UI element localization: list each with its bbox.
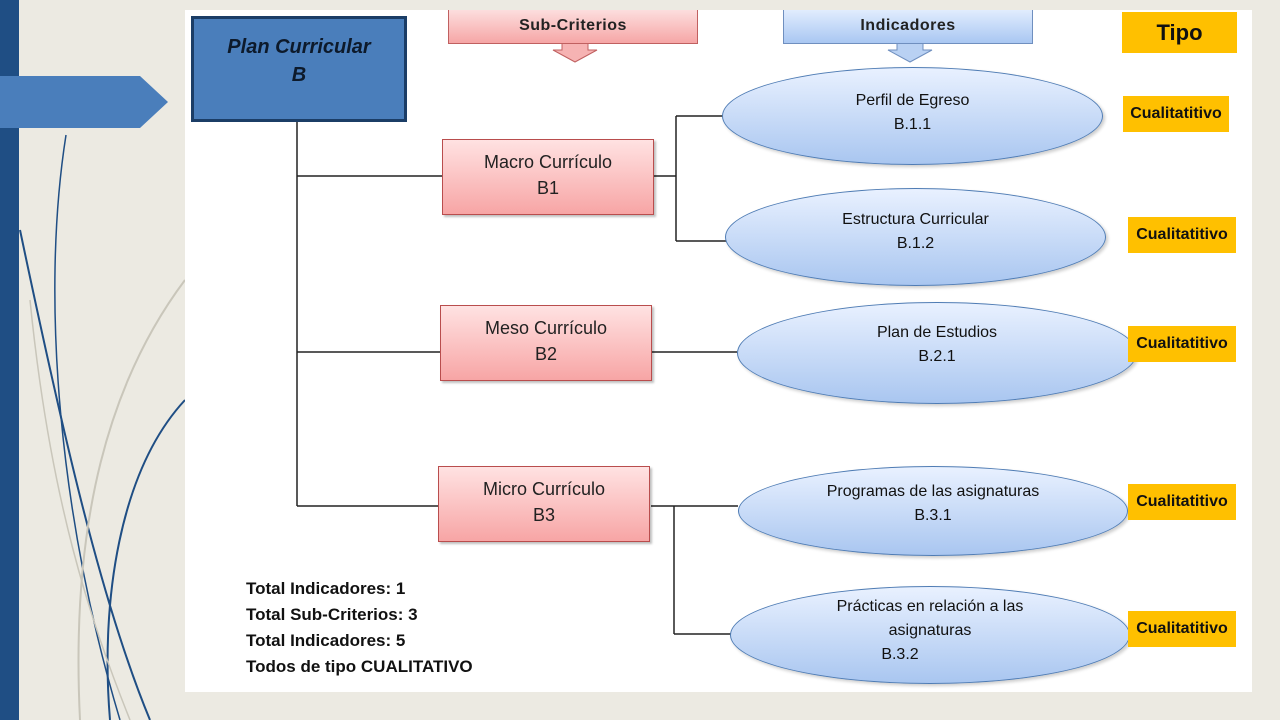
tipo-badge: Cualitatitivo: [1128, 611, 1236, 647]
indicator-plan-estudios: Plan de Estudios B.2.1: [737, 302, 1137, 404]
subcriterion-meso: Meso Currículo B2: [440, 305, 652, 381]
root-title: Plan Curricular: [227, 36, 371, 58]
root-code: B: [291, 64, 307, 86]
diagram-canvas: Sub-Criterios Indicadores Tipo Plan Curr…: [185, 10, 1252, 692]
section-arrow-tab: [0, 76, 168, 128]
subcriterion-name: Macro Currículo: [483, 152, 613, 172]
indicator-practicas-asignaturas: Prácticas en relación a las asignaturas …: [730, 586, 1130, 684]
decorative-curves: [19, 134, 186, 720]
indicator-label: Perfil de Egreso: [855, 92, 970, 109]
indicator-code: B.3.2: [881, 646, 919, 663]
totals-line: Total Indicadores: 1: [246, 579, 406, 598]
indicator-code: B.1.2: [896, 235, 935, 252]
indicator-label: Prácticas en relación a las: [836, 598, 1024, 615]
totals-summary: Total Indicadores: 1 Total Sub-Criterios…: [246, 576, 473, 680]
tipo-badge: Cualitatitivo: [1128, 326, 1236, 362]
tipo-badge: Cualitatitivo: [1128, 217, 1236, 253]
indicator-label: Estructura Curricular: [842, 211, 989, 228]
indicator-programas-asignaturas: Programas de las asignaturas B.3.1: [738, 466, 1128, 556]
subcriterion-micro: Micro Currículo B3: [438, 466, 650, 542]
indicator-estructura-curricular: Estructura Curricular B.1.2: [725, 188, 1106, 286]
header-indicadores: Indicadores: [783, 10, 1033, 44]
indicator-code: B.2.1: [918, 348, 956, 365]
header-sub-criterios: Sub-Criterios: [448, 10, 698, 44]
indicator-label: Plan de Estudios: [876, 324, 998, 341]
sidebar-stripe: [0, 0, 19, 720]
subcriterion-code: B1: [536, 178, 560, 198]
totals-line: Total Sub-Criterios: 3: [246, 605, 418, 624]
subcriterion-name: Micro Currículo: [482, 479, 606, 499]
subcriterion-macro: Macro Currículo B1: [442, 139, 654, 215]
indicator-perfil-egreso: Perfil de Egreso B.1.1: [722, 67, 1103, 165]
tipo-badge: Cualitatitivo: [1123, 96, 1229, 132]
subcriterion-code: B3: [532, 505, 556, 525]
root-node-plan-curricular: Plan Curricular B: [191, 16, 407, 122]
tipo-badge: Cualitatitivo: [1128, 484, 1236, 520]
subcriterion-name: Meso Currículo: [484, 318, 608, 338]
indicator-code: B.3.1: [914, 507, 952, 524]
totals-line: Todos de tipo CUALITATIVO: [246, 657, 473, 676]
totals-line: Total Indicadores: 5: [246, 631, 406, 650]
subcriterion-code: B2: [534, 344, 558, 364]
indicator-label-cont: asignaturas: [888, 622, 972, 639]
indicator-code: B.1.1: [893, 116, 932, 133]
header-tipo: Tipo: [1122, 12, 1237, 53]
indicator-label: Programas de las asignaturas: [826, 483, 1040, 500]
